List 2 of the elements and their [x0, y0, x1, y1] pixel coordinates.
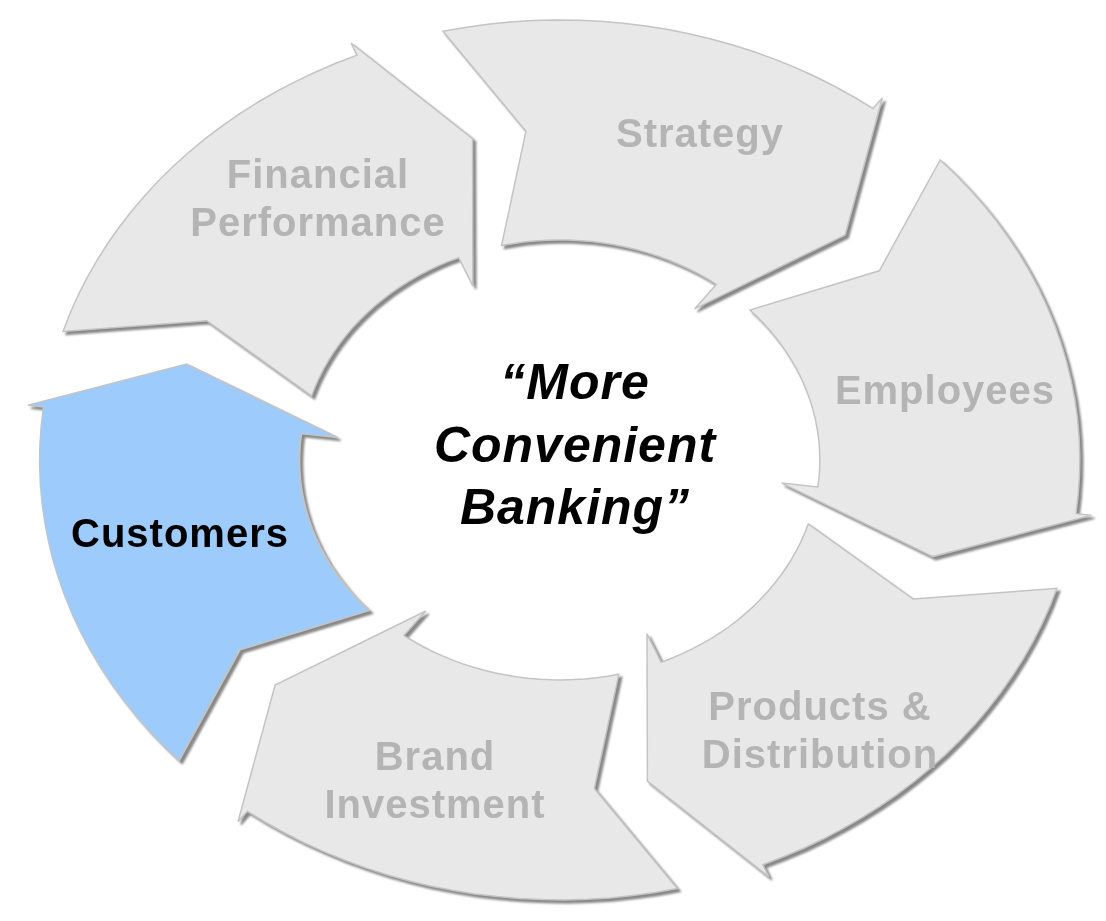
center-slogan: “More Convenient Banking” [432, 353, 718, 537]
segment-label: Customers [70, 510, 290, 557]
